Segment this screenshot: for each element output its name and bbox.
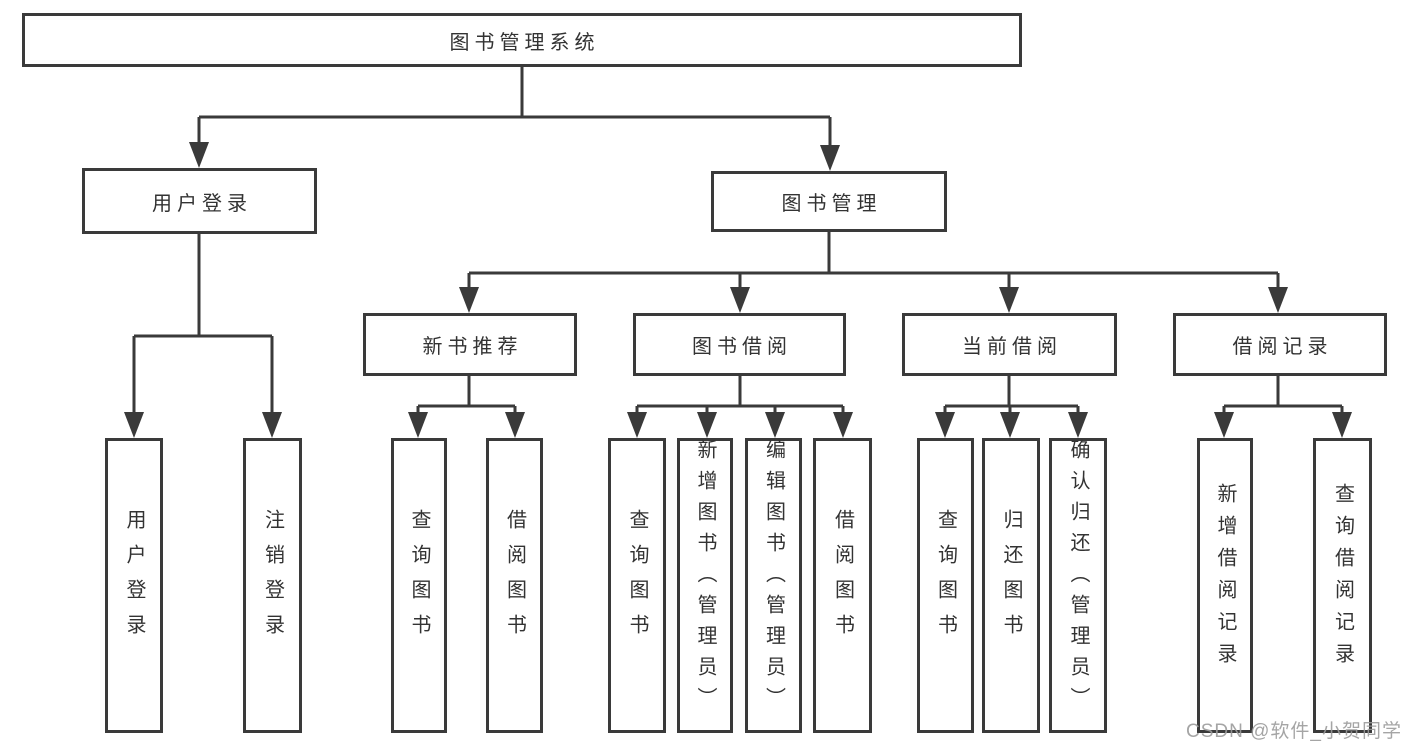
leaf-recommend-query-label: 查询图书 — [408, 508, 430, 649]
current-borrow-node: 当前借阅 — [902, 313, 1117, 376]
book-borrow-node: 图书借阅 — [633, 313, 846, 376]
user-login-node: 用户登录 — [82, 168, 317, 234]
leaf-recommend-query: 查询图书 — [391, 438, 447, 733]
leaf-borrow-add: 新增图书（管理员） — [677, 438, 733, 733]
root-node: 图书管理系统 — [22, 13, 1022, 67]
leaf-record-add: 新增借阅记录 — [1197, 438, 1253, 733]
new-book-recommend-node: 新书推荐 — [363, 313, 577, 376]
leaf-user-login: 用户登录 — [105, 438, 163, 733]
leaf-borrow-do-label: 借阅图书 — [831, 508, 854, 649]
leaf-user-login-label: 用户登录 — [123, 508, 145, 649]
leaf-borrow-query-label: 查询图书 — [626, 508, 648, 649]
leaf-borrow-edit-label: 编辑图书（管理员） — [762, 439, 785, 718]
new-book-recommend-label: 新书推荐 — [422, 336, 523, 358]
borrow-record-node: 借阅记录 — [1173, 313, 1387, 376]
leaf-borrow-edit: 编辑图书（管理员） — [745, 438, 802, 733]
leaf-borrow-add-label: 新增图书（管理员） — [694, 439, 716, 718]
leaf-current-query: 查询图书 — [917, 438, 974, 733]
leaf-record-query: 查询借阅记录 — [1313, 438, 1372, 733]
leaf-current-confirm-label: 确认归还（管理员） — [1067, 439, 1089, 718]
leaf-recommend-borrow: 借阅图书 — [486, 438, 543, 733]
book-management-node-label: 图书管理 — [781, 193, 882, 215]
leaf-current-confirm: 确认归还（管理员） — [1049, 438, 1107, 733]
leaf-current-return: 归还图书 — [982, 438, 1040, 733]
leaf-borrow-query: 查询图书 — [608, 438, 666, 733]
root-node-label: 图书管理系统 — [449, 31, 600, 54]
csdn-watermark: CSDN @软件_小贺同学 — [1186, 721, 1402, 742]
book-management-node: 图书管理 — [711, 171, 947, 232]
leaf-logout-label: 注销登录 — [261, 508, 284, 649]
current-borrow-label: 当前借阅 — [962, 336, 1062, 358]
book-borrow-label: 图书借阅 — [692, 336, 792, 358]
leaf-current-return-label: 归还图书 — [1000, 508, 1022, 649]
leaf-recommend-borrow-label: 借阅图书 — [503, 508, 526, 649]
leaf-record-add-label: 新增借阅记录 — [1214, 482, 1236, 675]
leaf-logout: 注销登录 — [243, 438, 302, 733]
leaf-current-query-label: 查询图书 — [934, 508, 957, 649]
user-login-node-label: 用户登录 — [152, 192, 252, 215]
borrow-record-label: 借阅记录 — [1232, 336, 1333, 358]
leaf-record-query-label: 查询借阅记录 — [1331, 482, 1354, 675]
leaf-borrow-do: 借阅图书 — [813, 438, 872, 733]
